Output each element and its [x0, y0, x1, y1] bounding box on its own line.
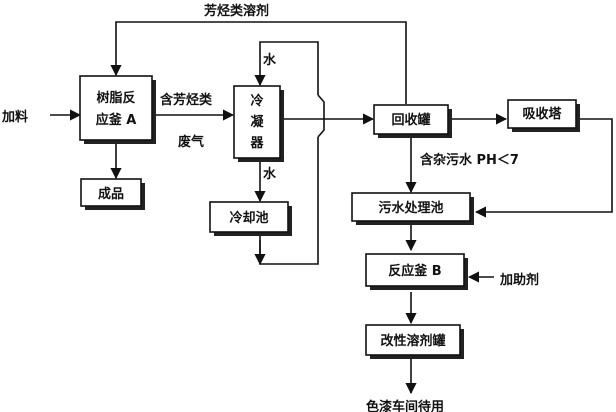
- wastewater-pool-label: 污水处理池: [378, 200, 443, 216]
- node-absorption-tower: 吸收塔: [507, 99, 580, 132]
- label-aromatic-gas-1: 含芳烃类: [159, 92, 213, 108]
- label-additive: 加助剂: [499, 272, 539, 288]
- node-recovery-tank: 回收罐: [373, 104, 452, 138]
- cooling-pool-label: 冷却池: [229, 210, 268, 226]
- label-aromatic-gas-2: 废气: [178, 134, 204, 150]
- condenser-label-3: 器: [249, 136, 264, 151]
- node-modifier-tank: 改性溶剂罐: [365, 324, 464, 359]
- condenser-label-2: 凝: [250, 114, 264, 130]
- edge-crossover-bracket: [317, 94, 325, 138]
- edge-absorber-to-wastewater: [474, 118, 613, 218]
- edge-solvent-recycle: [110, 21, 407, 104]
- condenser-label-1: 冷: [250, 93, 263, 109]
- recovery-tank-label: 回收罐: [391, 112, 430, 128]
- label-water-out: 水: [263, 166, 277, 182]
- node-reactor-a: 树脂反 应釜 A: [79, 75, 156, 144]
- label-output: 色漆车间待用: [366, 399, 444, 412]
- reactor-b-label: 反应釜 B: [388, 263, 441, 279]
- reactor-a-label-2: 应釜 A: [96, 112, 137, 128]
- node-reactor-b: 反应釜 B: [365, 253, 468, 290]
- label-impure-wastewater: 含杂污水 PH＜7: [419, 152, 519, 168]
- modifier-tank-label: 改性溶剂罐: [380, 333, 445, 349]
- node-finished-product: 成品: [80, 178, 145, 210]
- edge-water-in-loop: [254, 41, 319, 95]
- reactor-a-label-1: 树脂反: [96, 90, 135, 106]
- absorption-tower-label: 吸收塔: [522, 106, 562, 122]
- label-water-in: 水: [263, 52, 277, 68]
- finished-product-label: 成品: [98, 186, 124, 202]
- label-aromatic-solvent: 芳烃类溶剂: [204, 3, 269, 19]
- node-condenser: 冷 凝 器: [233, 85, 284, 162]
- label-feed: 加料: [1, 109, 28, 125]
- node-cooling-pool: 冷却池: [209, 201, 292, 236]
- node-wastewater-pool: 污水处理池: [351, 192, 474, 225]
